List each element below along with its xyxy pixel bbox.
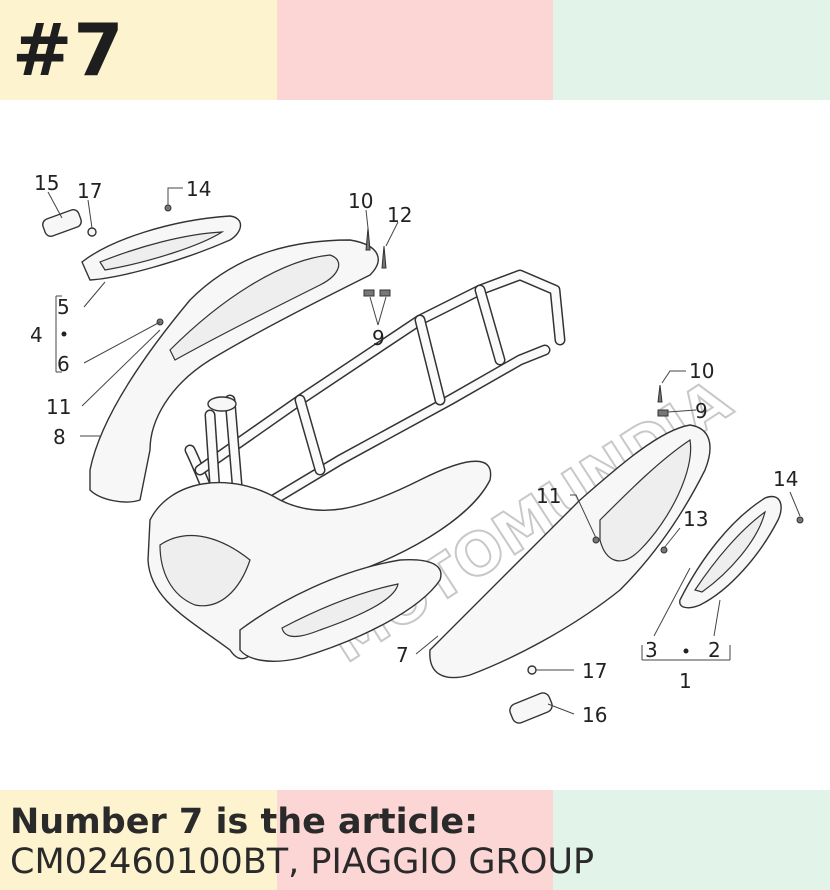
callout-14-top: 14 bbox=[186, 177, 211, 201]
screw-12 bbox=[381, 245, 387, 269]
article-caption-title: Number 7 is the article: bbox=[10, 802, 479, 842]
washer-17-bottom bbox=[527, 665, 537, 675]
footer-band-pink bbox=[276, 790, 554, 890]
callout-15: 15 bbox=[34, 171, 59, 195]
callout-5: 5 bbox=[57, 295, 70, 319]
callout-1: 1 bbox=[679, 669, 692, 693]
footer-band-green bbox=[553, 790, 830, 890]
group-dot-4 bbox=[61, 331, 67, 337]
callout-2: 2 bbox=[708, 638, 721, 662]
footboard-recess bbox=[281, 583, 399, 638]
article-caption-code: CM02460100BT, PIAGGIO GROUP bbox=[10, 842, 595, 882]
header-band-pink bbox=[276, 0, 554, 100]
header-band-yellow bbox=[0, 0, 277, 100]
footer-band-yellow bbox=[0, 790, 277, 890]
washer-17-top bbox=[87, 227, 97, 237]
side-panel-7-inner bbox=[599, 438, 692, 562]
rear-side-panel-8 bbox=[89, 239, 379, 503]
cap-16 bbox=[509, 692, 553, 724]
callout-3: 3 bbox=[645, 638, 658, 662]
exploded-parts-diagram: MOTOMUNDIA bbox=[30, 171, 804, 727]
front-shield-inner bbox=[159, 535, 251, 607]
cap-15 bbox=[42, 209, 82, 237]
callout-11-right: 11 bbox=[536, 484, 561, 508]
screw-14-top bbox=[164, 204, 172, 212]
screw-10-right bbox=[657, 384, 663, 403]
clip-9-a bbox=[363, 289, 375, 297]
callout-11-left: 11 bbox=[46, 395, 71, 419]
leader-lines bbox=[47, 187, 801, 715]
clip-9-b bbox=[379, 289, 391, 297]
callout-12: 12 bbox=[387, 203, 412, 227]
callout-4: 4 bbox=[30, 323, 43, 347]
header-band-green bbox=[553, 0, 830, 100]
callout-10-top: 10 bbox=[348, 189, 373, 213]
callout-16: 16 bbox=[582, 703, 607, 727]
screws bbox=[156, 204, 804, 554]
item-number-tag: #7 bbox=[12, 8, 125, 92]
callout-10-right: 10 bbox=[689, 359, 714, 383]
callout-13: 13 bbox=[683, 507, 708, 531]
callout-8: 8 bbox=[53, 425, 66, 449]
screw-14-right bbox=[796, 516, 804, 524]
callout-7: 7 bbox=[396, 643, 409, 667]
rear-panel-inner bbox=[169, 254, 340, 361]
front-lower-shield bbox=[147, 460, 492, 660]
clip-9-right bbox=[657, 409, 669, 417]
header-band bbox=[0, 0, 830, 100]
callout-17-top: 17 bbox=[77, 179, 102, 203]
upper-grille-6-inner bbox=[99, 231, 225, 271]
callout-14-right: 14 bbox=[773, 467, 798, 491]
screw-13 bbox=[660, 546, 668, 554]
callout-9-right: 9 bbox=[695, 399, 708, 423]
callout-9-top: 9 bbox=[372, 326, 385, 350]
callout-labels: 15 17 14 10 12 5 4 6 9 11 8 10 9 11 14 1… bbox=[30, 171, 798, 727]
callout-17-bottom: 17 bbox=[582, 659, 607, 683]
footer-band bbox=[0, 790, 830, 890]
group-dot-1 bbox=[683, 648, 689, 654]
callout-6: 6 bbox=[57, 352, 70, 376]
steering-tube-top bbox=[207, 396, 237, 412]
screw-10-top bbox=[365, 227, 371, 251]
right-grille-3-inner bbox=[694, 510, 766, 593]
